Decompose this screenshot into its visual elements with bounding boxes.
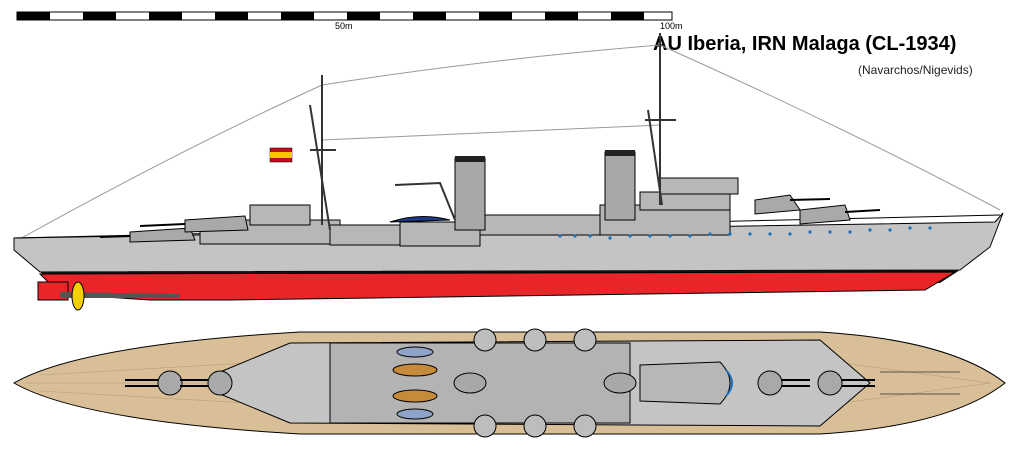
spanish-flag xyxy=(269,147,293,163)
side-profile xyxy=(13,33,1004,311)
top-view xyxy=(12,328,1006,438)
hull xyxy=(13,212,1004,273)
drawing-subtitle: (Navarchos/Nigevids) xyxy=(858,63,973,77)
funnel-aft xyxy=(604,151,636,221)
drawing-title: AU Iberia, IRN Malaga (CL-1934) xyxy=(653,33,957,55)
propeller xyxy=(71,281,85,311)
scale-label-50m: 50m xyxy=(335,21,353,31)
scale-label-100m: 100m xyxy=(660,21,683,31)
scale-bar xyxy=(16,11,673,21)
funnel-fore xyxy=(454,157,486,231)
